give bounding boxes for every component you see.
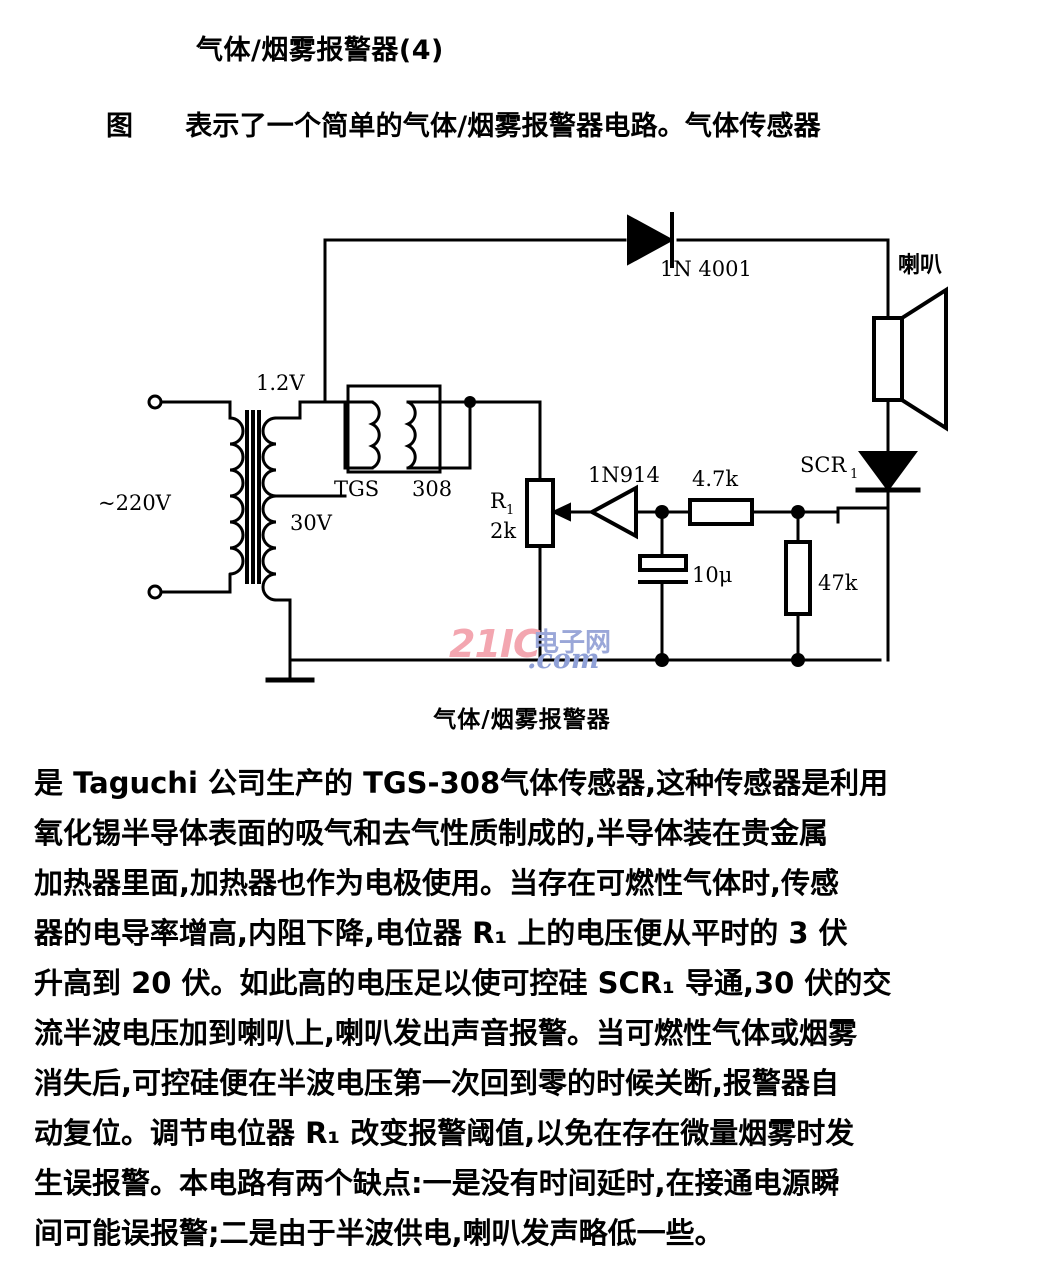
- label-rectifier-diode: 1N 4001: [660, 257, 752, 281]
- label-scr-sub: 1: [850, 467, 858, 482]
- scr-triangle: [858, 451, 918, 492]
- transformer-secondary-upper: [261, 416, 278, 498]
- sensor-outline: [346, 384, 442, 474]
- label-tap-1v2: 1.2V: [256, 371, 305, 395]
- sensor-coil-left: [368, 400, 381, 470]
- speaker-body: [872, 316, 904, 402]
- node-r47k-ground: [791, 653, 805, 667]
- label-resistor-47k: 47k: [818, 571, 858, 595]
- body-line: 是 Taguchi 公司生产的 TGS-308气体传感器,这种传感器是利用: [34, 766, 889, 800]
- intro-paragraph: 图 表示了一个简单的气体/烟雾报警器电路。气体传感器: [106, 104, 821, 143]
- figure-caption: 气体/烟雾报警器: [433, 707, 611, 733]
- sensor-coil-right: [404, 400, 417, 470]
- pot-body: [525, 478, 555, 548]
- circuit-diagram: ~220V 1.2V 30V TGS 308 1N 4001 喇叭 R 1 2k…: [0, 190, 1044, 710]
- label-pot-ref: R: [490, 489, 507, 513]
- body-paragraph: 是 Taguchi 公司生产的 TGS-308气体传感器,这种传感器是利用 氧化…: [34, 758, 1016, 1258]
- ac-terminal-top: [147, 394, 163, 410]
- label-pot-value: 2k: [490, 519, 516, 543]
- pot-wiper-arrow: [550, 502, 571, 522]
- intro-text: 表示了一个简单的气体/烟雾报警器电路。气体传感器: [185, 111, 821, 142]
- page-title: 气体/烟雾报警器(4): [196, 35, 444, 66]
- body-line: 氧化锡半导体表面的吸气和去气性质制成的,半导体装在贵金属: [34, 816, 829, 850]
- wire-scr-gate: [836, 506, 890, 524]
- label-sensor-model: 308: [412, 477, 452, 501]
- label-capacitor: 10μ: [692, 563, 732, 587]
- label-mains-voltage: ~220V: [98, 491, 172, 515]
- resistor-47k-body: [688, 498, 754, 526]
- body-line: 器的电导率增高,内阻下降,电位器 R₁ 上的电压便从平时的 3 伏: [34, 916, 848, 950]
- label-speaker: 喇叭: [898, 253, 942, 278]
- ac-terminal-bottom: [147, 584, 163, 600]
- body-line: 生误报警。本电路有两个缺点:一是没有时间延时,在接通电源瞬: [34, 1166, 840, 1200]
- body-line: 动复位。调节电位器 R₁ 改变报警阈值,以免在存在微量烟雾时发: [34, 1116, 855, 1150]
- capacitor-plate-top: [638, 554, 688, 572]
- body-line: 消失后,可控硅便在半波电压第一次回到零的时候关断,报警器自: [34, 1066, 840, 1100]
- speaker-horn: [900, 286, 948, 432]
- body-line: 加热器里面,加热器也作为电极使用。当存在可燃性气体时,传感: [34, 866, 840, 900]
- body-line: 流半波电压加到喇叭上,喇叭发出声音报警。当可燃性气体或烟雾: [34, 1016, 858, 1050]
- transformer-primary: [228, 416, 245, 576]
- resistor-47k-bias-body: [784, 540, 812, 616]
- label-pot-sub: 1: [506, 503, 514, 518]
- node-cap-ground: [655, 653, 669, 667]
- body-line: 间可能误报警;二是由于半波供电,喇叭发声略低一些。: [34, 1216, 724, 1250]
- label-resistor-47: 4.7k: [692, 467, 738, 491]
- label-sensor-name: TGS: [334, 477, 379, 501]
- label-tap-30v: 30V: [290, 511, 333, 535]
- rectifier-diode-body: [627, 214, 675, 266]
- figure-reference-word: 图: [106, 111, 134, 142]
- label-scr-ref: SCR: [800, 453, 847, 477]
- signal-diode-body: [587, 484, 638, 540]
- transformer-secondary-lower: [261, 494, 278, 602]
- label-signal-diode: 1N914: [588, 463, 660, 487]
- body-line: 升高到 20 伏。如此高的电压足以使可控硅 SCR₁ 导通,30 伏的交: [34, 966, 892, 1000]
- wire-sec-bottom: [274, 598, 292, 662]
